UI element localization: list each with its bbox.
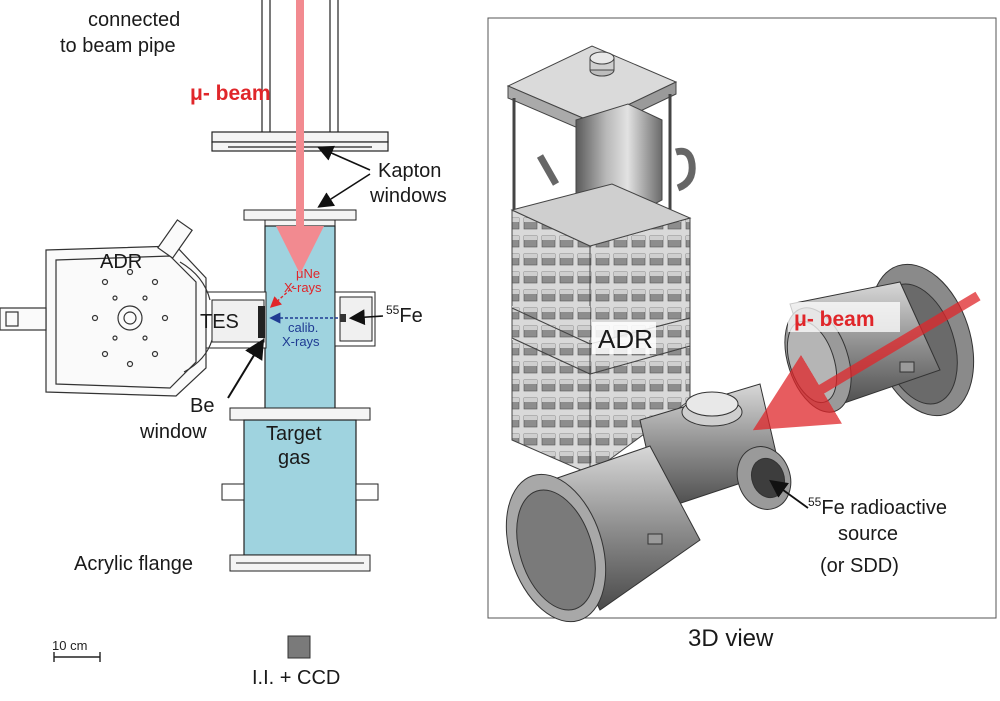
source-label-1: 55Fe radioactive: [808, 495, 947, 519]
source-label-3: (or SDD): [820, 555, 899, 577]
3d-view-caption: 3D view: [688, 625, 774, 652]
acrylic-label: Acrylic flange: [74, 553, 193, 575]
be-window-pointer: [227, 338, 265, 399]
muNe-label-1: μNe: [296, 266, 320, 281]
fe-pointer: [348, 309, 384, 326]
beam-pipe-label-2: to beam pipe: [60, 35, 176, 57]
beam-pipe-label-1: connected: [88, 9, 180, 31]
calib-label-1: calib.: [288, 320, 318, 335]
cross-section-drawing: connected to beam pipe μ- beam Kapton wi…: [0, 0, 447, 689]
fe-label: 55Fe: [386, 303, 423, 327]
kapton-label-2: windows: [369, 185, 447, 207]
3d-view-panel: ADR μ- beam: [487, 17, 997, 652]
be-label-2: window: [139, 421, 207, 443]
be-window-element: [258, 306, 265, 338]
kapton-pointer-top: [317, 145, 371, 171]
target-gas-lower: [243, 419, 357, 556]
adr-label-3d: ADR: [598, 324, 653, 354]
be-label-1: Be: [190, 395, 214, 417]
muon-beam-arrow-3d: [752, 291, 981, 431]
beam-label-left: μ- beam: [190, 82, 271, 105]
source-pointer: [769, 479, 809, 509]
source-label-2: source: [838, 523, 898, 545]
ccd-box: [287, 635, 311, 659]
kapton-pointer-bottom: [317, 173, 371, 208]
tes-label: TES: [200, 311, 239, 333]
adr-label-left: ADR: [100, 251, 142, 273]
muNe-label-2: X-rays: [284, 280, 322, 295]
scale-label: 10 cm: [52, 638, 87, 653]
kapton-label-1: Kapton: [378, 160, 441, 182]
adr-3d-model: ADR: [506, 45, 696, 475]
ccd-label: I.I. + CCD: [252, 667, 340, 689]
beam-label-3d: μ- beam: [794, 308, 875, 331]
target-label-1: Target: [266, 423, 322, 445]
calib-label-2: X-rays: [282, 334, 320, 349]
adr-cryostat: [0, 219, 213, 397]
target-label-2: gas: [278, 447, 310, 469]
